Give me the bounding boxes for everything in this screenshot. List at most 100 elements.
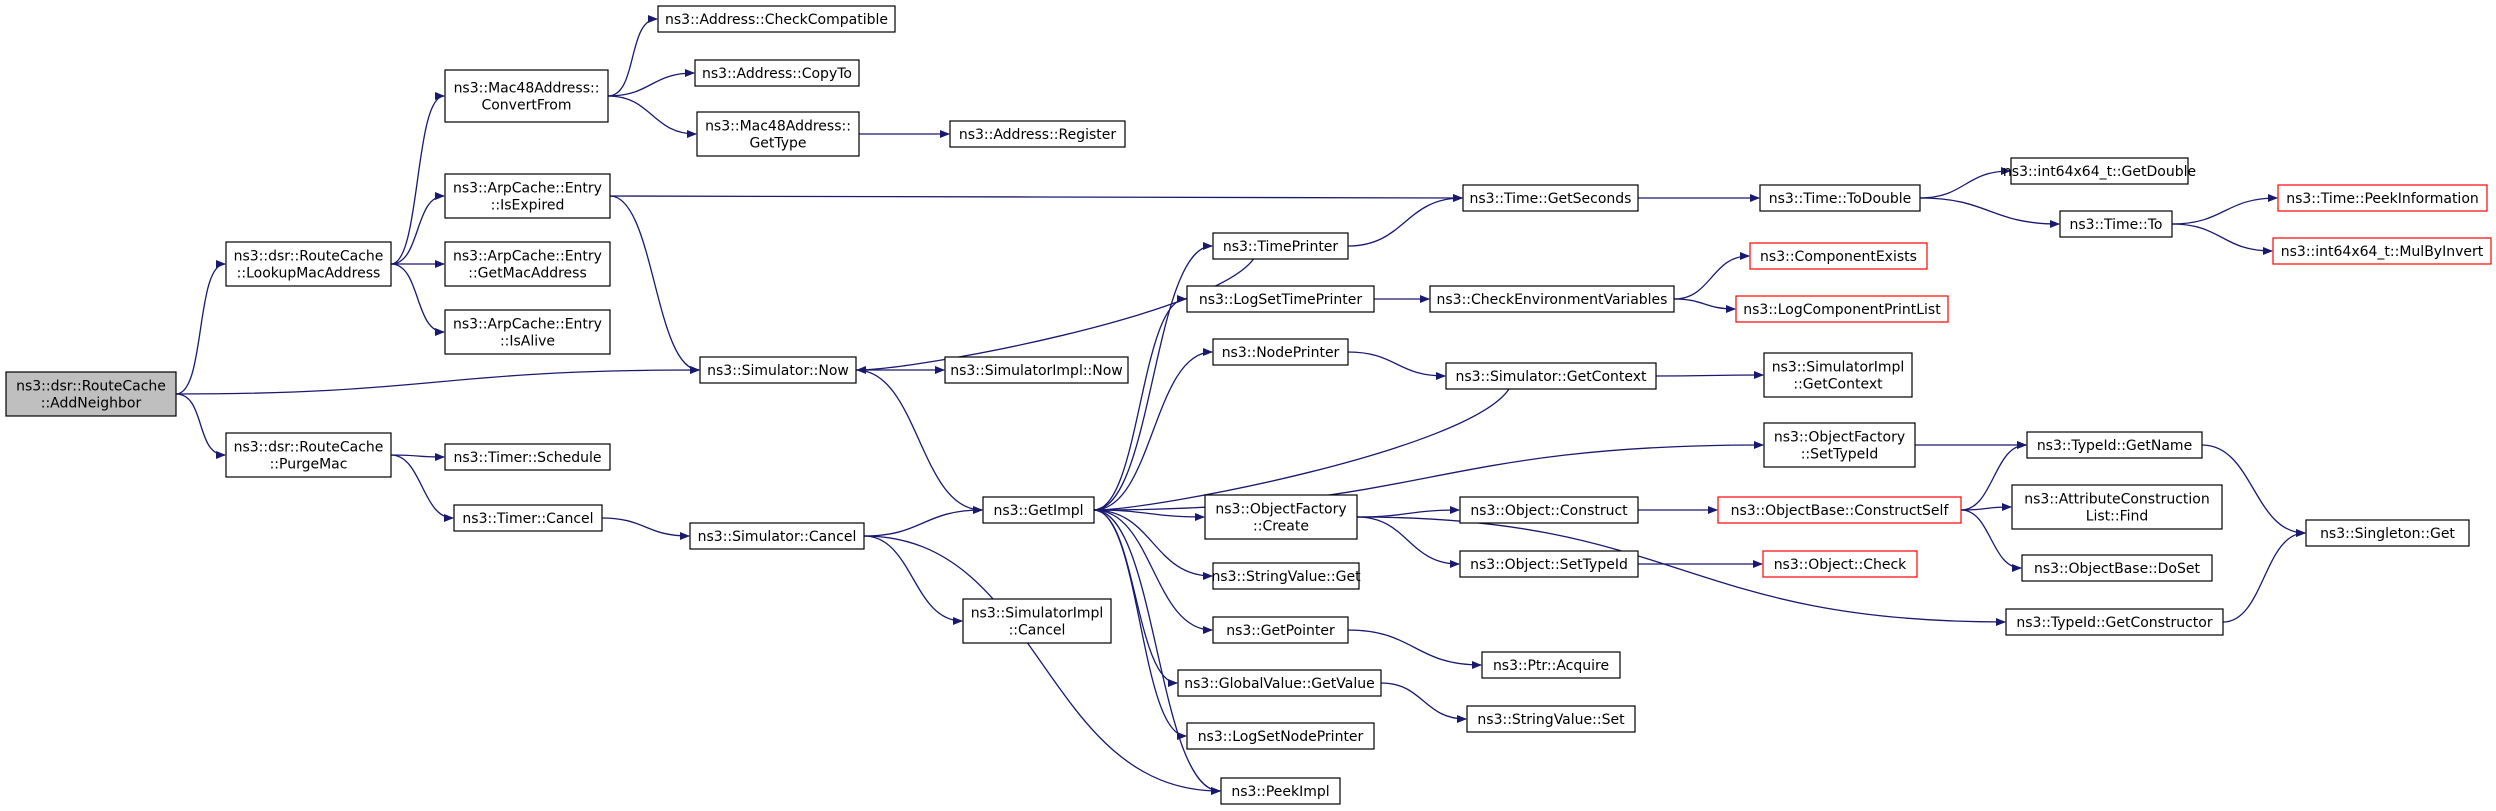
node-box (1445, 362, 1657, 390)
node-label: ns3::int64x64_t::MulByInvert (2281, 244, 2484, 260)
node-simimplcancel[interactable]: ns3::SimulatorImpl::Cancel (962, 598, 1112, 644)
node-checkenv[interactable]: ns3::CheckEnvironmentVariables (1429, 285, 1675, 313)
node-label: ::SetTypeId (1801, 447, 1879, 463)
edge-convertfrom-to-gettype (607, 95, 697, 138)
node-checkcompat[interactable]: ns3::Address::CheckCompatible (657, 5, 896, 33)
node-label: ::AddNeighbor (41, 396, 142, 412)
edge-objbaseconstructself-to-typeidgetname (1960, 441, 2027, 511)
node-convertfrom[interactable]: ns3::Mac48Address::ConvertFrom (444, 69, 609, 123)
node-getpointer[interactable]: ns3::GetPointer (1212, 616, 1349, 644)
node-timeprinter[interactable]: ns3::TimePrinter (1212, 232, 1349, 260)
node-box (1212, 338, 1349, 366)
node-box (1186, 285, 1375, 313)
node-logsetnodeprinter[interactable]: ns3::LogSetNodePrinter (1186, 722, 1375, 750)
node-timeto[interactable]: ns3::Time::To (2059, 210, 2173, 238)
edge-globalvalueget-to-stringvalueset (1380, 682, 1467, 723)
node-stringvalueset[interactable]: ns3::StringValue::Set (1466, 705, 1636, 733)
node-objconstruct[interactable]: ns3::Object::Construct (1459, 496, 1639, 524)
node-objbasedoset[interactable]: ns3::ObjectBase::DoSet (2021, 554, 2213, 582)
node-box (225, 432, 392, 478)
edge-getimpl-to-getpointer (1093, 509, 1213, 634)
node-simcancel[interactable]: ns3::Simulator::Cancel (689, 522, 865, 550)
node-logsettimeprinter[interactable]: ns3::LogSetTimePrinter (1186, 285, 1375, 313)
edge-getimpl-to-ofcreate (1093, 509, 1205, 521)
node-label: ns3::ArpCache::Entry (453, 181, 602, 197)
edge-objbaseconstructself-to-attrlistfind (1960, 503, 2012, 512)
edges-layer (175, 15, 2306, 795)
node-box (699, 356, 857, 384)
node-label: ns3::Time::PeekInformation (2286, 191, 2479, 207)
node-gettype[interactable]: ns3::Mac48Address::GetType (696, 111, 860, 157)
node-box (444, 241, 611, 287)
node-getseconds[interactable]: ns3::Time::GetSeconds (1462, 184, 1639, 212)
node-timerschedule[interactable]: ns3::Timer::Schedule (444, 443, 611, 471)
node-label: ns3::dsr::RouteCache (16, 379, 166, 395)
node-timercancel[interactable]: ns3::Timer::Cancel (453, 504, 603, 532)
node-objsettypeid[interactable]: ns3::Object::SetTypeId (1459, 550, 1639, 578)
node-addneighbor: ns3::dsr::RouteCache::AddNeighbor (5, 371, 177, 417)
node-label: ns3::Mac48Address:: (705, 119, 851, 135)
node-typeidgetctor[interactable]: ns3::TypeId::GetConstructor (2005, 608, 2224, 636)
node-simgetcontext[interactable]: ns3::Simulator::GetContext (1445, 362, 1657, 390)
node-box (962, 598, 1112, 644)
node-globalvalueget[interactable]: ns3::GlobalValue::GetValue (1177, 669, 1382, 697)
node-nodeprinter[interactable]: ns3::NodePrinter (1212, 338, 1349, 366)
node-purgemac[interactable]: ns3::dsr::RouteCache::PurgeMac (225, 432, 392, 478)
node-box (2011, 484, 2223, 530)
node-box (2021, 554, 2213, 582)
node-objbaseconstructself[interactable]: ns3::ObjectBase::ConstructSelf (1717, 496, 1962, 524)
edge-getimpl-to-logsetnodeprinter (1093, 509, 1187, 740)
node-label: ns3::StringValue::Set (1477, 712, 1625, 728)
edge-getimpl-to-nodeprinter (1093, 348, 1213, 511)
node-getdouble[interactable]: ns3::int64x64_t::GetDouble (2003, 157, 2196, 185)
node-compexists[interactable]: ns3::ComponentExists (1749, 242, 1928, 270)
node-label: ns3::Time::ToDouble (1769, 191, 1912, 207)
node-box (1459, 550, 1639, 578)
node-label: ::GetContext (1793, 377, 1883, 393)
node-ofsettypeid[interactable]: ns3::ObjectFactory::SetTypeId (1763, 422, 1916, 468)
node-logcomplist[interactable]: ns3::LogComponentPrintList (1735, 295, 1949, 323)
node-box (2272, 237, 2492, 265)
node-lookupmac[interactable]: ns3::dsr::RouteCache::LookupMacAddress (225, 241, 392, 287)
node-getimpl[interactable]: ns3::GetImpl (982, 496, 1095, 524)
node-box (1759, 184, 1921, 212)
node-label: ns3::LogSetTimePrinter (1199, 292, 1363, 308)
node-mulbyinvert[interactable]: ns3::int64x64_t::MulByInvert (2272, 237, 2492, 265)
node-box (1763, 352, 1913, 398)
node-simnow[interactable]: ns3::Simulator::Now (699, 356, 857, 384)
node-copyto[interactable]: ns3::Address::CopyTo (694, 59, 860, 87)
node-isalive[interactable]: ns3::ArpCache::Entry::IsAlive (444, 309, 611, 355)
node-peekimpl[interactable]: ns3::PeekImpl (1220, 777, 1341, 805)
edge-lookupmac-to-convertfrom (390, 92, 445, 265)
node-box (689, 522, 865, 550)
node-box (982, 496, 1095, 524)
node-label: ns3::Address::Register (959, 127, 1117, 143)
node-typeidgetname[interactable]: ns3::TypeId::GetName (2026, 431, 2203, 459)
node-ptracquire[interactable]: ns3::Ptr::Acquire (1481, 651, 1621, 679)
node-box (2026, 431, 2203, 459)
node-label: ns3::Object::SetTypeId (1470, 557, 1628, 573)
node-box (2010, 157, 2189, 185)
node-peekinfo[interactable]: ns3::Time::PeekInformation (2277, 184, 2488, 212)
node-box (1762, 550, 1918, 578)
node-label: ::PurgeMac (270, 457, 348, 473)
node-isexpired[interactable]: ns3::ArpCache::Entry::IsExpired (444, 173, 611, 219)
node-objcheck[interactable]: ns3::Object::Check (1762, 550, 1918, 578)
node-box (657, 5, 896, 33)
node-todouble[interactable]: ns3::Time::ToDouble (1759, 184, 1921, 212)
node-box (2277, 184, 2488, 212)
node-register[interactable]: ns3::Address::Register (949, 120, 1126, 148)
node-simimplgetcontext[interactable]: ns3::SimulatorImpl::GetContext (1763, 352, 1913, 398)
node-box (1212, 562, 1360, 590)
node-ofcreate[interactable]: ns3::ObjectFactory::Create (1204, 494, 1358, 540)
edge-simgetcontext-to-simimplgetcontext (1655, 371, 1764, 380)
node-stringvalueget[interactable]: ns3::StringValue::Get (1211, 562, 1361, 590)
node-singletonget[interactable]: ns3::Singleton::Get (2305, 519, 2470, 547)
node-box (1204, 494, 1358, 540)
edge-purgemac-to-timercancel (390, 454, 454, 522)
node-label: ns3::GetImpl (993, 503, 1083, 519)
node-getmac[interactable]: ns3::ArpCache::Entry::GetMacAddress (444, 241, 611, 287)
node-label: ns3::Time::To (2070, 217, 2163, 233)
node-simimplnow[interactable]: ns3::SimulatorImpl::Now (944, 356, 1129, 384)
